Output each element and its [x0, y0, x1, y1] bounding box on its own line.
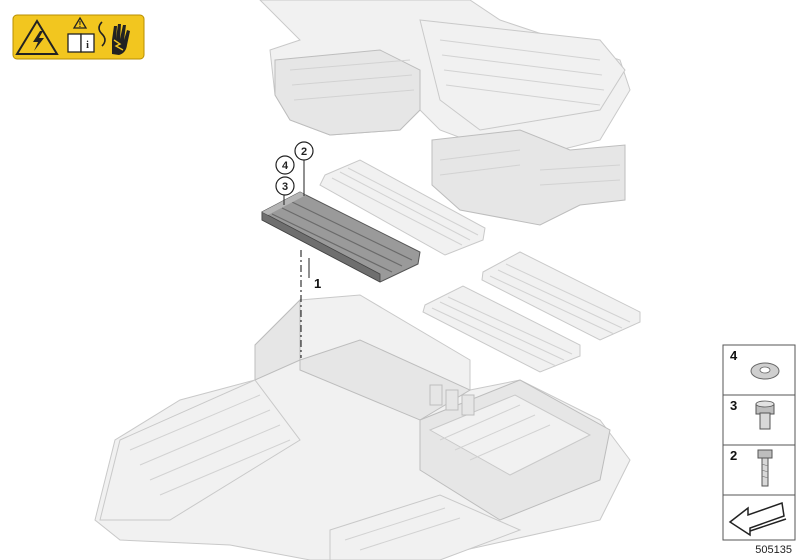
ghost-cover-plate-3 [481, 251, 641, 341]
battery-housing [94, 294, 631, 560]
legend-item-arrow[interactable] [728, 501, 787, 537]
washer-icon [750, 362, 780, 380]
callout-3[interactable]: 3 [275, 176, 295, 196]
legend-item-2[interactable]: 2 [730, 448, 773, 487]
top-module-assembly [259, 0, 631, 226]
part-label-1[interactable]: 1 [314, 276, 321, 291]
callout-2-label: 2 [301, 146, 307, 158]
legend-num-4: 4 [730, 348, 738, 363]
read-manual-icon: ! i [67, 16, 95, 53]
high-voltage-icon [15, 19, 59, 55]
callout-4-label: 4 [282, 160, 289, 172]
parts-legend: 4 3 2 [722, 344, 796, 541]
svg-text:i: i [86, 40, 89, 51]
callout-2[interactable]: 2 [294, 141, 314, 161]
ghost-cover-plate-1 [319, 159, 486, 256]
legend-item-3[interactable]: 3 [730, 398, 775, 430]
leader-lines [283, 160, 310, 358]
ghost-cover-plate-2 [422, 285, 581, 373]
callout-4[interactable]: 4 [275, 155, 295, 175]
no-touch-hand-icon [98, 21, 130, 55]
highlighted-cover-plate [261, 191, 421, 283]
legend-num-2: 2 [730, 448, 737, 463]
warning-panel: ! i [12, 14, 145, 60]
svg-text:!: ! [79, 20, 82, 29]
nut-icon [755, 400, 775, 430]
document-id: 505135 [755, 544, 792, 556]
legend-num-3: 3 [730, 398, 737, 413]
callout-3-label: 3 [282, 181, 288, 193]
arrow-icon [728, 501, 787, 537]
bolt-icon [757, 449, 773, 487]
legend-item-4[interactable]: 4 [730, 348, 780, 380]
